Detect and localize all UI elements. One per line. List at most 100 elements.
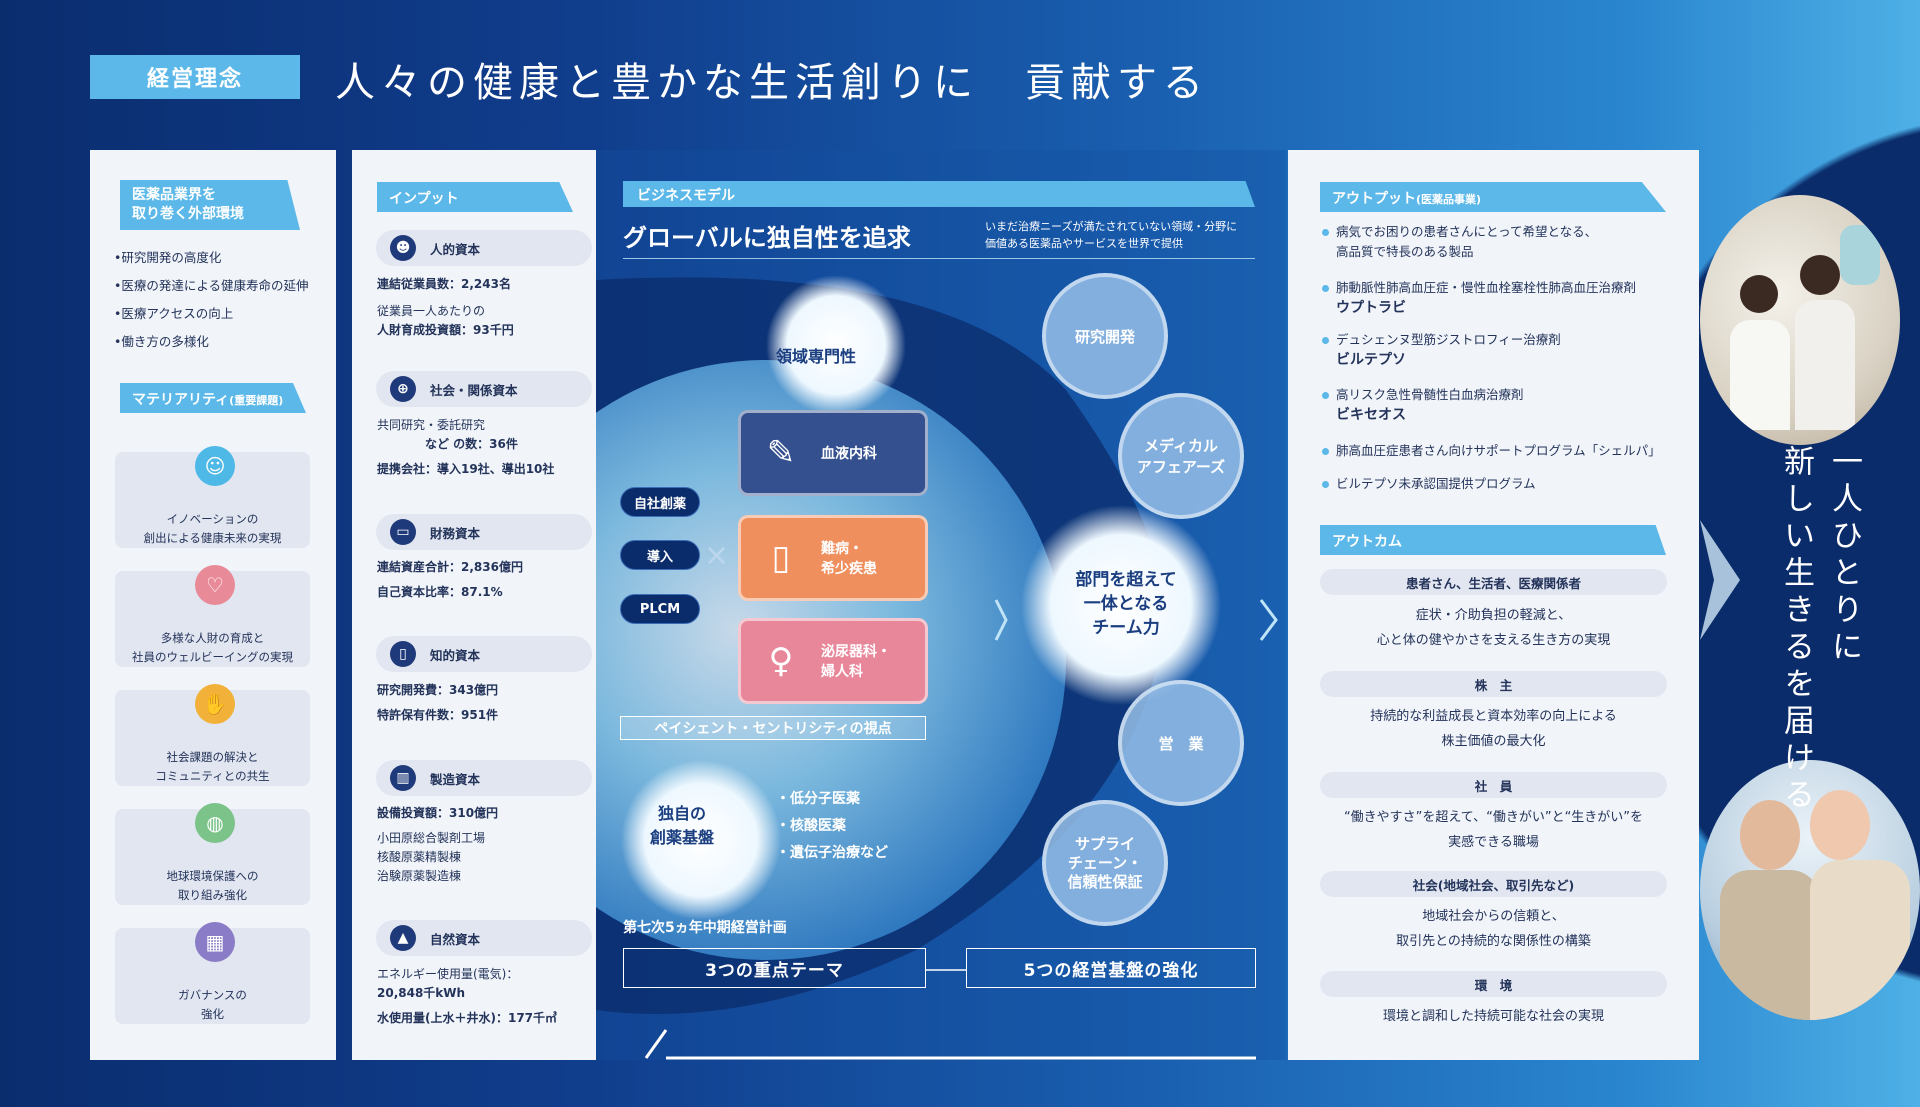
book-icon: ▯ [390, 641, 416, 667]
external-list: •研究開発の高度化 •医療の発達による健康寿命の延伸 •医療アクセスの向上 •働… [114, 250, 309, 362]
capital-human: ☻人的資本 [376, 230, 592, 266]
capital-manufactured-text: 設備投資額：310億円 小田原総合製剤工場核酸原薬精製棟治験原薬製造棟 [377, 806, 499, 883]
business-headline: グローバルに独自性を追求 [623, 224, 911, 252]
source-in-licensing: 導入 [620, 540, 700, 570]
list-item: ・核酸医薬 [776, 818, 846, 834]
mountain-icon: ▲ [390, 925, 416, 951]
person-body [1810, 860, 1910, 1020]
output-item: 病気でお困りの患者さんにとって希望となる、高品質で特長のある製品 [1322, 222, 1597, 262]
materiality-card: ▦ガバナンスの強化 [115, 922, 310, 1024]
capital-social-text: 共同研究・委託研究 など の数：36件 提携会社：導入19社、導出10社 [377, 418, 555, 476]
area-rare-disease: ▯難病・希少疾患 [738, 515, 928, 601]
heart-hand-icon: ♡ [195, 565, 235, 605]
capital-social: ⊕社会・関係資本 [376, 371, 592, 407]
business-subtext: いまだ治療ニーズが満たされていない領域・分野に価値ある医薬品やサービスを世界で提… [985, 220, 1238, 250]
output-panel: アウトプット(医薬品事業) アウトカム [1288, 150, 1699, 1060]
output-tag: アウトプット(医薬品事業) [1320, 182, 1666, 212]
team-label: 部門を超えて一体となるチーム力 [1075, 570, 1177, 638]
mid-term-plan-label: 第七次5ヵ年中期経営計画 [623, 920, 787, 936]
output-item: 高リスク急性骨髄性白血病治療剤ビキセオス [1322, 385, 1524, 425]
building-icon: ▦ [195, 922, 235, 962]
materiality-card: ♡多様な人財の育成と社員のウェルビーイングの実現 [115, 565, 310, 667]
outcome-tag: アウトカム [1320, 525, 1666, 555]
factory-icon: ▥ [390, 765, 416, 791]
capital-intellectual-text: 研究開発費：343億円特許保有件数：951件 [377, 683, 499, 722]
capital-natural: ▲自然資本 [376, 920, 592, 956]
capital-intellectual: ▯知的資本 [376, 636, 592, 672]
list-item: •医療アクセスの向上 [114, 306, 234, 321]
person-body [1795, 300, 1855, 430]
list-item: ・遺伝子治療など [776, 845, 888, 861]
outcome-stakeholder-environment: 環 境 [1320, 971, 1667, 997]
divider [623, 258, 1255, 259]
outcome-stakeholder-patients: 患者さん、生活者、医療関係者 [1320, 569, 1667, 595]
list-item: •働き方の多様化 [114, 334, 209, 349]
input-tag: インプット [377, 182, 573, 212]
area-urology: ♀泌尿器科・婦人科 [738, 618, 928, 704]
function-supply-chain: サプライ チェーン・ 信頼性保証 [1042, 800, 1168, 926]
modality-list: ・低分子医薬 ・核酸医薬 ・遺伝子治療など [776, 786, 888, 867]
outcome-stakeholder-society: 社会(地域社会、取引先など) [1320, 871, 1667, 897]
outcome-stakeholder-employees: 社 員 [1320, 772, 1667, 798]
vision-line-2: 新しい生きるを届ける [1778, 445, 1814, 815]
person-body [1730, 320, 1790, 430]
handshake-icon: ✋ [195, 684, 235, 724]
platform-label: 独自の創薬基盤 [650, 804, 715, 847]
child-figure [1840, 225, 1880, 285]
materiality-tag: マテリアリティ(重要課題) [120, 383, 306, 413]
family-photo [1700, 195, 1900, 445]
management-foundation-box: 5つの経営基盤の強化 [966, 948, 1256, 988]
input-panel: インプット ☻人的資本 連結従業員数：2,243名 従業員一人あたりの人財育成投… [352, 150, 596, 1060]
chevron-right-icon [1700, 520, 1740, 640]
money-icon: ▭ [390, 519, 416, 545]
function-sales: 営 業 [1118, 680, 1244, 806]
capital-financial: ▭財務資本 [376, 514, 592, 550]
materiality-card: ✋社会課題の解決とコミュニティとの共生 [115, 684, 310, 786]
function-medical-affairs: メディカル アフェアーズ [1118, 393, 1244, 519]
globe-icon: ◍ [195, 803, 235, 843]
function-rnd: 研究開発 [1042, 273, 1168, 399]
capital-natural-text: エネルギー使用量(電気)：20,848千kWh 水使用量(上水＋井水)：177千… [377, 967, 558, 1025]
innovation-head-icon: ☺ [195, 446, 235, 486]
globe-network-icon: ⊕ [390, 376, 416, 402]
outcome-text: “働きやすさ”を超えて、“働きがい”と“生きがい”を実感できる職場 [1343, 810, 1644, 850]
elderly-couple-photo [1700, 760, 1920, 1020]
people-icon: ☻ [390, 235, 416, 261]
outcome-text: 持続的な利益成長と資本効率の向上による株主価値の最大化 [1370, 709, 1617, 749]
capital-financial-text: 連結資産合計：2,836億円自己資本比率：87.1% [377, 560, 523, 599]
outcome-text: 環境と調和した持続可能な社会の実現 [1382, 1009, 1604, 1024]
business-model-tag: ビジネスモデル [623, 181, 1255, 207]
page-title: 人々の健康と豊かな生活創りに 貢献する [335, 60, 1209, 106]
capital-manufactured: ▥製造資本 [376, 760, 592, 796]
person-head [1810, 790, 1870, 860]
list-item: •医療の発達による健康寿命の延伸 [114, 278, 309, 293]
iv-bag-icon: ▯ [771, 538, 791, 578]
management-philosophy-tag: 経営理念 [90, 55, 300, 99]
kidney-icon: ♀ [768, 641, 794, 681]
outcome-stakeholder-shareholders: 株 主 [1320, 671, 1667, 697]
source-plcm: PLCM [620, 594, 700, 624]
output-item: 肺動脈性肺高血圧症・慢性血栓塞栓性肺高血圧治療剤ウプトラビ [1322, 278, 1636, 318]
capital-human-text: 連結従業員数：2,243名 従業員一人あたりの人財育成投資額：93千円 [377, 277, 514, 337]
source-own-discovery: 自社創薬 [620, 487, 700, 517]
area-hematology: ✎血液内科 [738, 410, 928, 496]
person-head [1800, 255, 1840, 295]
external-environment-tag: 医薬品業界を取り巻く外部環境 [120, 180, 300, 230]
person-body [1720, 870, 1820, 1020]
output-item: デュシェンヌ型筋ジストロフィー治療剤ビルテプソ [1322, 330, 1561, 370]
outcome-text: 地域社会からの信頼と、取引先との持続的な関係性の構築 [1396, 909, 1591, 949]
external-panel: 医薬品業界を取り巻く外部環境 •研究開発の高度化 •医療の発達による健康寿命の延… [90, 150, 336, 1060]
list-item: •研究開発の高度化 [114, 250, 222, 265]
person-head [1740, 275, 1778, 313]
person-head [1740, 800, 1800, 870]
vision-line-1: 一人ひとりに [1826, 445, 1862, 667]
output-item: ビルテプソ未承認国提供プログラム [1322, 474, 1536, 494]
materiality-card: ☺イノベーションの創出による健康未来の実現 [115, 446, 310, 548]
cross-mark: × [704, 538, 730, 573]
specialty-label: 領域専門性 [776, 347, 857, 366]
list-item: ・低分子医薬 [776, 791, 860, 807]
materiality-card: ◍地球環境保護への取り組み強化 [115, 803, 310, 905]
patient-centricity-label: ペイシェント・セントリシティの視点 [620, 716, 926, 740]
syringe-icon: ✎ [766, 433, 796, 473]
key-themes-box: 3つの重点テーマ [623, 948, 926, 988]
